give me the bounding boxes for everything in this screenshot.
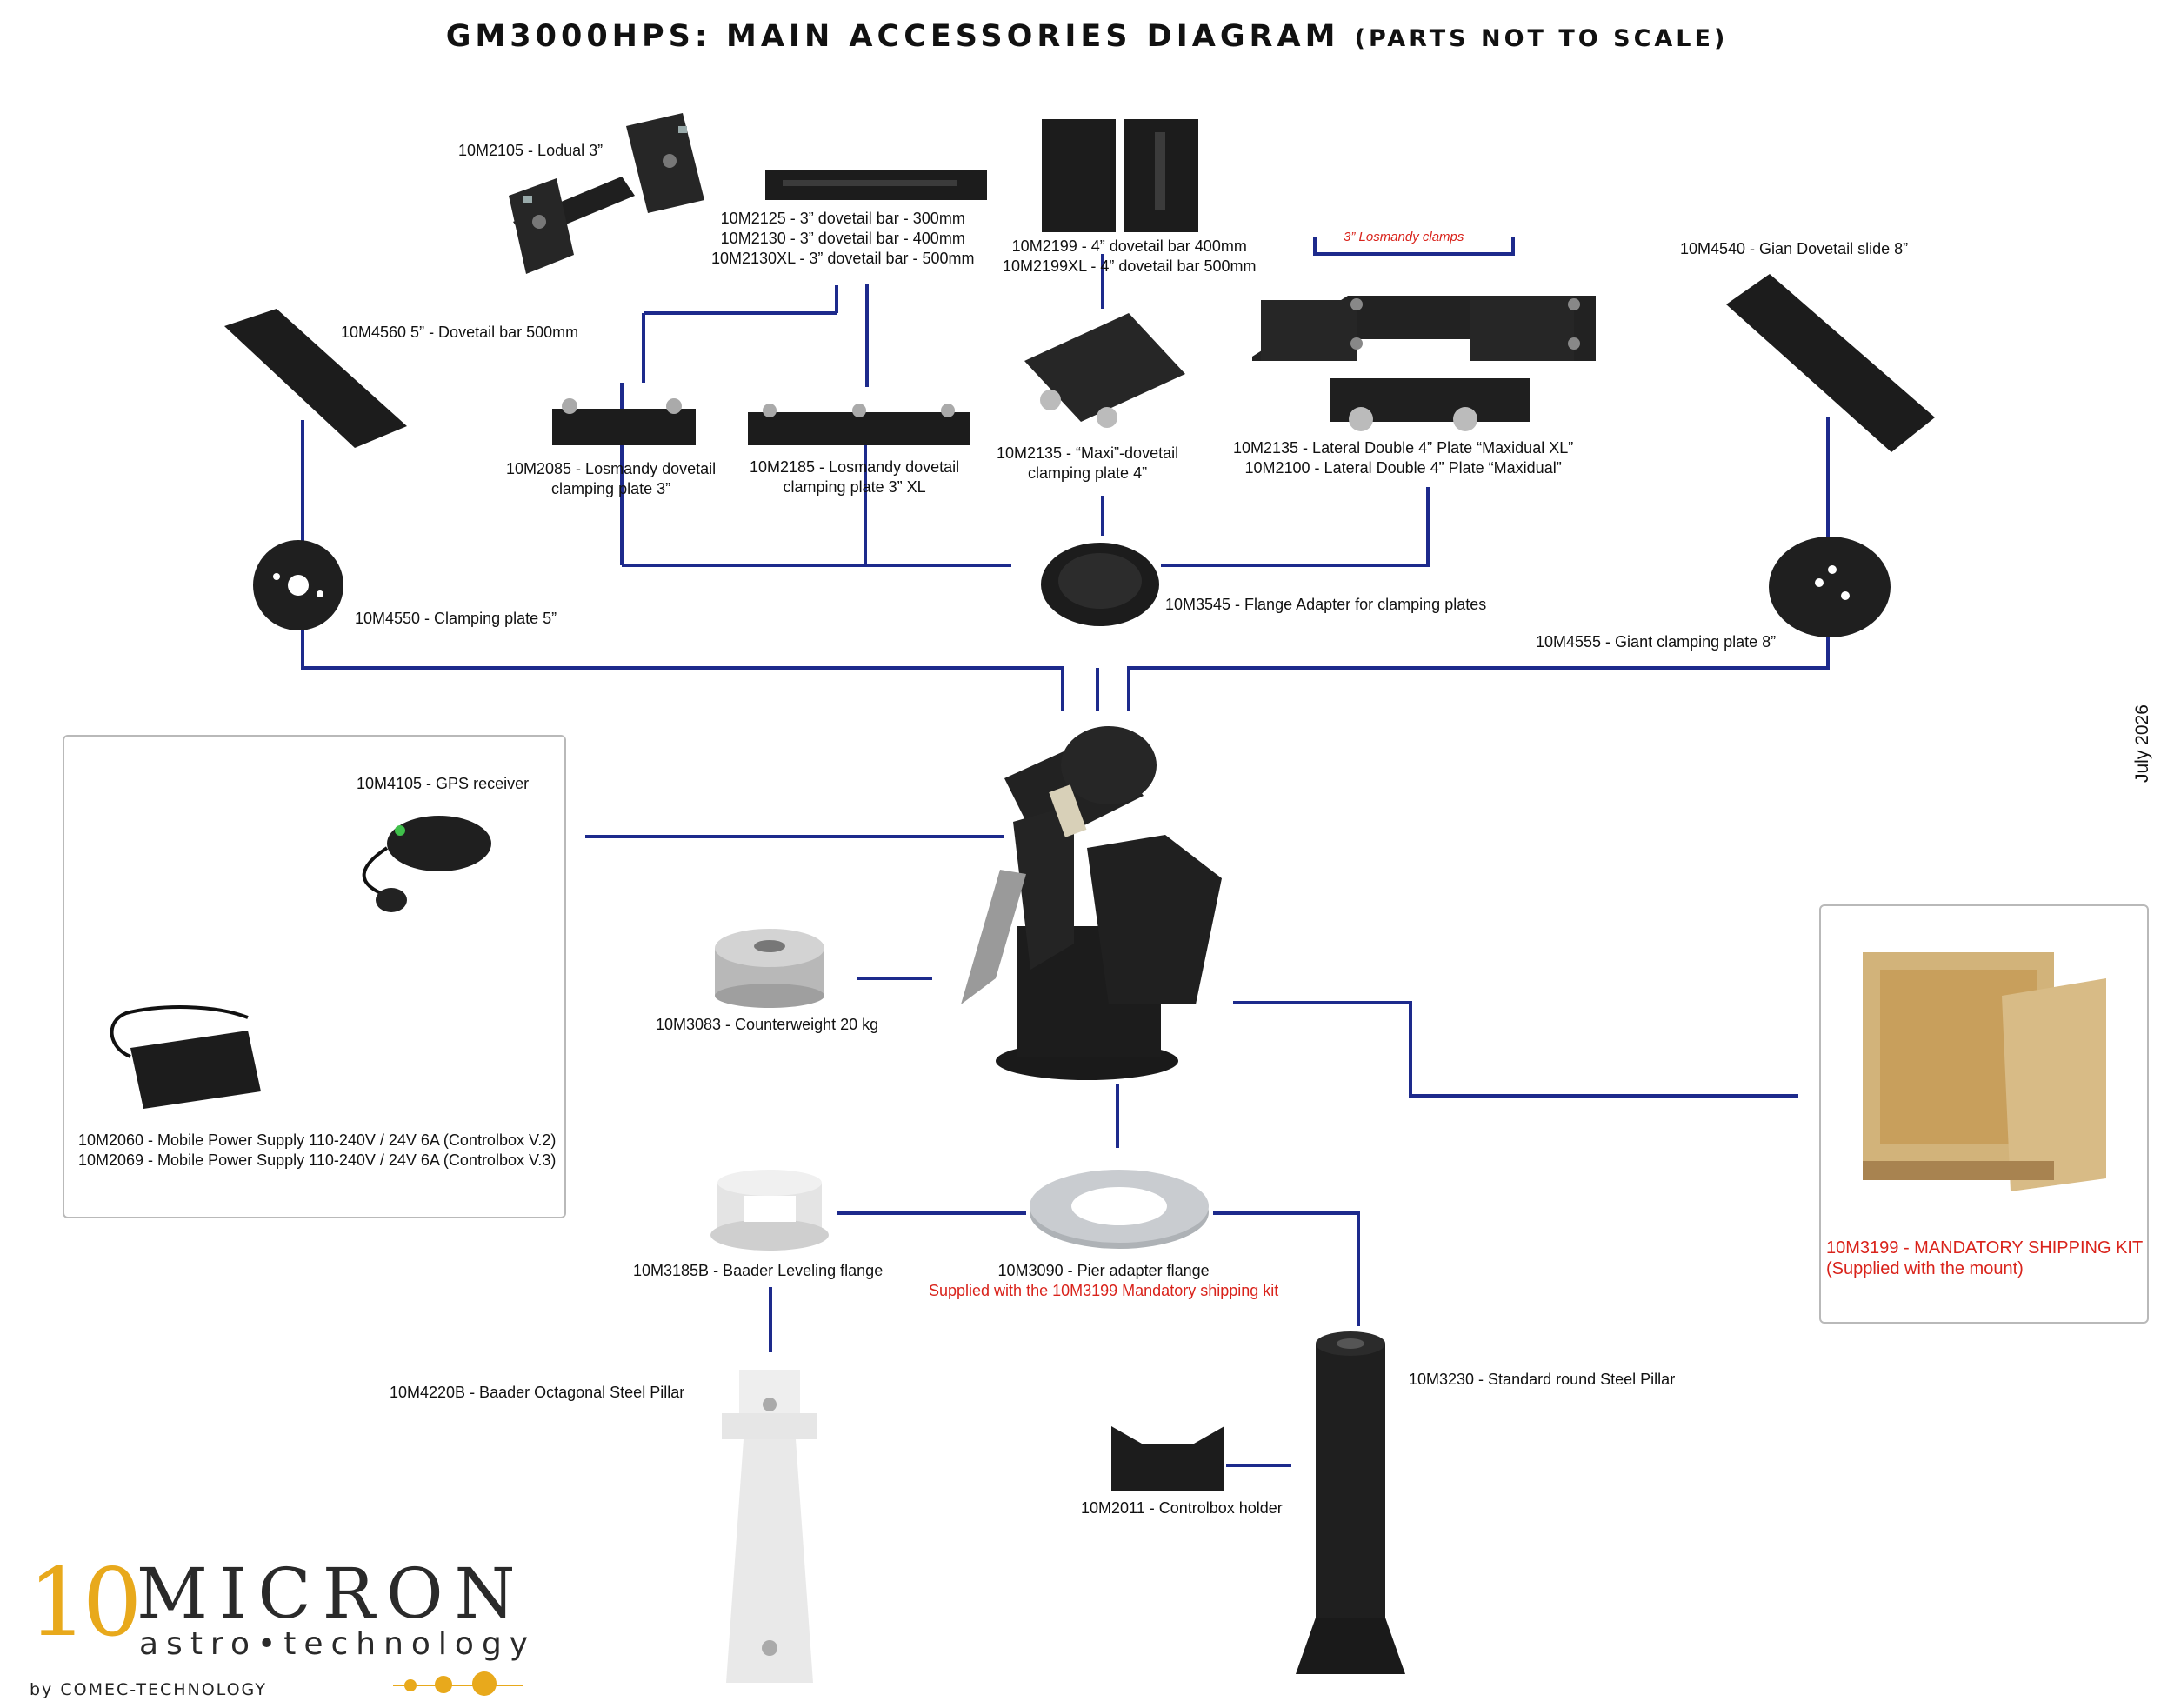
maxi-dovetail-plate-image bbox=[1024, 313, 1185, 430]
power-gps-box bbox=[63, 735, 566, 1218]
shipping-crate-image bbox=[1854, 944, 2115, 1196]
label-losmandy-clamps: 3” Losmandy clamps bbox=[1344, 230, 1464, 244]
label-pier-adapter: 10M3090 - Pier adapter flange Supplied w… bbox=[929, 1262, 1279, 1299]
label-lodual: 10M2105 - Lodual 3” bbox=[458, 142, 604, 159]
counterweight-image bbox=[713, 922, 826, 1009]
label-losmandy-3in-xl: 10M2185 - Losmandy dovetail clamping pla… bbox=[750, 458, 960, 496]
label-power-supply: 10M2060 - Mobile Power Supply 110-240V /… bbox=[78, 1131, 557, 1169]
10micron-logo: 10 MICRON astro•technology by COMEC-TECH… bbox=[28, 1557, 532, 1705]
page-title: GM3000HPS: MAIN ACCESSORIES DIAGRAM (PAR… bbox=[445, 19, 1729, 54]
label-gps-receiver: 10M4105 - GPS receiver bbox=[357, 775, 530, 792]
label-dovetail-5in: 10M4560 5” - Dovetail bar 500mm bbox=[341, 324, 579, 341]
label-flange-adapter: 10M3545 - Flange Adapter for clamping pl… bbox=[1165, 596, 1487, 613]
label-gian-slide: 10M4540 - Gian Dovetail slide 8” bbox=[1680, 240, 1909, 257]
gian-dovetail-slide-image bbox=[1726, 274, 1935, 457]
label-shipping-kit: 10M3199 - MANDATORY SHIPPING KIT (Suppli… bbox=[1826, 1238, 2144, 1278]
label-giant-clamping-plate: 10M4555 - Giant clamping plate 8” bbox=[1536, 633, 1777, 651]
dovetail-bar-5in-image bbox=[224, 309, 407, 448]
lateral-double-plate-image bbox=[1252, 287, 1596, 435]
label-round-pillar: 10M3230 - Standard round Steel Pillar bbox=[1409, 1371, 1676, 1388]
power-supply-image bbox=[91, 1004, 265, 1118]
logo-ten: 10 bbox=[28, 1549, 142, 1658]
dovetail-bar-4in-image bbox=[1042, 115, 1198, 237]
label-lateral-plates: 10M2135 - Lateral Double 4” Plate “Maxid… bbox=[1233, 439, 1574, 477]
round-pillar-image bbox=[1294, 1331, 1407, 1687]
label-counterweight: 10M3083 - Counterweight 20 kg bbox=[656, 1016, 879, 1033]
gm3000hps-mount-image bbox=[935, 717, 1230, 1083]
date-stamp: July 2026 bbox=[2132, 704, 2152, 783]
leveling-flange-image bbox=[704, 1161, 835, 1257]
logo-tagline: astro•technology bbox=[139, 1626, 537, 1662]
label-maxi-plate: 10M2135 - “Maxi”-dovetail clamping plate… bbox=[997, 444, 1179, 482]
controlbox-holder-image bbox=[1111, 1426, 1224, 1491]
gps-receiver-image bbox=[335, 813, 500, 926]
label-clamping-plate-5in: 10M4550 - Clamping plate 5” bbox=[355, 610, 557, 627]
label-losmandy-3in: 10M2085 - Losmandy dovetail clamping pla… bbox=[506, 460, 717, 497]
label-dovetail-3in: 10M2125 - 3” dovetail bar - 300mm 10M213… bbox=[711, 210, 975, 267]
logo-byline: by COMEC-TECHNOLOGY bbox=[30, 1680, 267, 1699]
pier-adapter-flange-image bbox=[1028, 1158, 1210, 1254]
flange-adapter-image bbox=[1039, 541, 1161, 628]
logo-micron: MICRON bbox=[137, 1553, 527, 1634]
label-leveling-flange: 10M3185B - Baader Leveling flange bbox=[633, 1262, 884, 1279]
clamping-plate-5in-image bbox=[250, 537, 346, 633]
losmandy-plate-3in-image bbox=[552, 396, 696, 448]
giant-clamping-plate-image bbox=[1767, 535, 1893, 639]
losmandy-plate-3in-xl-image bbox=[748, 402, 970, 447]
label-controlbox-holder: 10M2011 - Controlbox holder bbox=[1081, 1499, 1283, 1517]
octagonal-pillar-image bbox=[713, 1361, 826, 1691]
lodual-plate-image bbox=[504, 109, 713, 278]
label-dovetail-4in: 10M2199 - 4” dovetail bar 400mm 10M2199X… bbox=[1003, 237, 1257, 275]
logo-dots-icon bbox=[393, 1671, 523, 1696]
label-octagonal-pillar: 10M4220B - Baader Octagonal Steel Pillar bbox=[390, 1384, 685, 1401]
dovetail-bar-3in-image bbox=[765, 165, 987, 204]
